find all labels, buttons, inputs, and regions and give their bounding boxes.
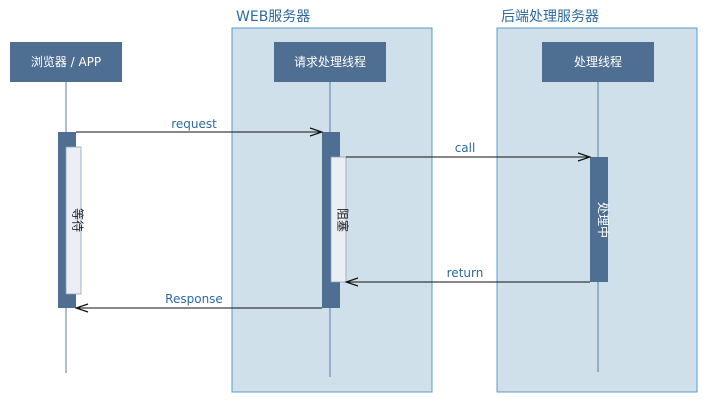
process-thread-participant: [542, 42, 654, 82]
return-label: return: [447, 266, 484, 280]
browser-participant-label: 浏览器 / APP: [31, 54, 101, 69]
request-thread-participant-label: 请求处理线程: [294, 54, 366, 69]
wait-label: 等待: [71, 208, 85, 232]
response-label: Response: [165, 292, 223, 306]
block-activation: [330, 156, 347, 283]
request-label: request: [171, 117, 217, 131]
web-server-title: WEB服务器: [236, 9, 310, 25]
call-label: call: [455, 141, 476, 155]
backend-server-title: 后端处理服务器: [501, 9, 599, 25]
processing-activation: [590, 157, 608, 282]
process-thread-participant-label: 处理线程: [574, 54, 622, 69]
request-thread-participant: [274, 42, 386, 82]
wait-activation: [65, 146, 82, 295]
processing-label: 处理中: [596, 202, 611, 238]
block-label: 阻塞: [336, 208, 351, 232]
browser-participant: [10, 42, 122, 82]
